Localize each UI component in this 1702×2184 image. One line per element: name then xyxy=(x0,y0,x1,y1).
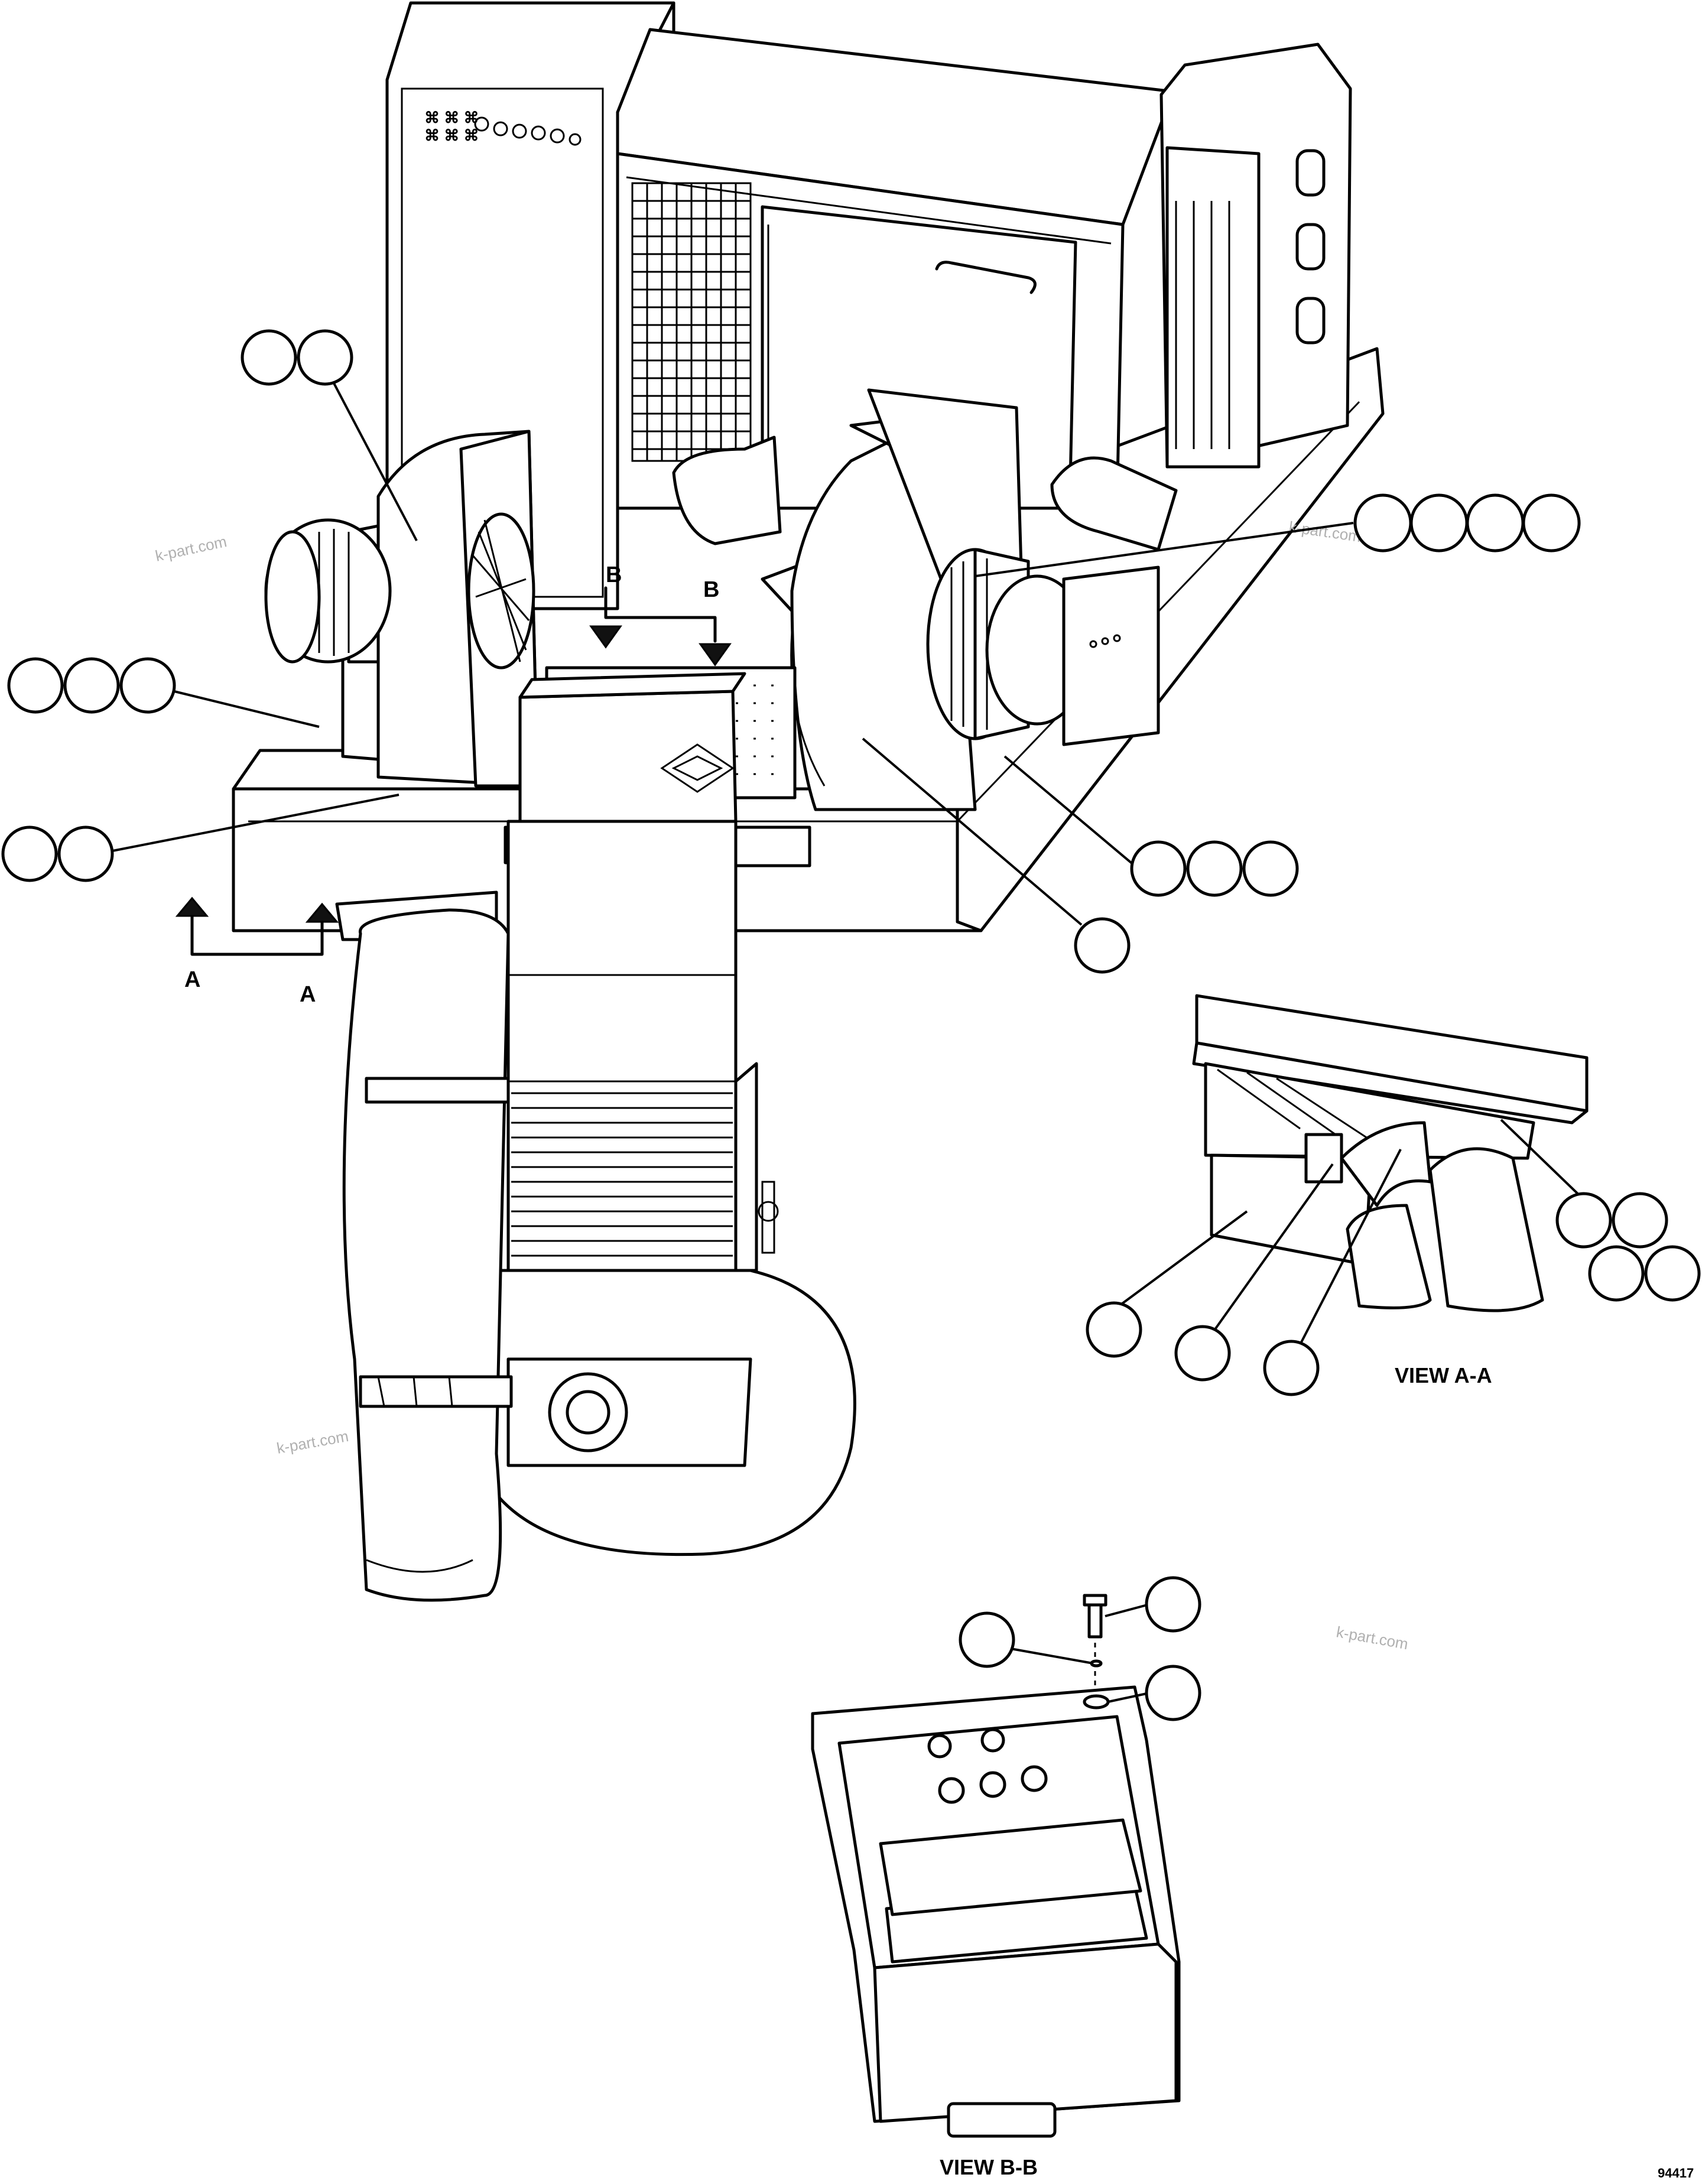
callout-bubble xyxy=(63,657,120,714)
callout-group-view-a-box xyxy=(1086,1210,1248,1358)
cooler-box xyxy=(1159,43,1352,469)
callout-group-motor-right xyxy=(975,493,1581,577)
callout-bubble xyxy=(1086,1301,1142,1358)
motor-right xyxy=(926,548,1160,746)
volute-housing xyxy=(483,1181,856,1556)
section-marker-b-right: B xyxy=(703,577,719,602)
callout-group-mount-right xyxy=(1003,755,1299,897)
section-marker-b-left: B xyxy=(606,563,622,587)
main-assembly: ⌘ ⌘ ⌘ ⌘ ⌘ ⌘ xyxy=(175,1,1385,1602)
callout-bubble xyxy=(1409,493,1469,552)
callout-group-view-b-bolt xyxy=(1105,1576,1201,1633)
watermark: k-part.com xyxy=(275,1427,350,1457)
watermark: k-part.com xyxy=(154,532,228,565)
section-marker-a-left: A xyxy=(184,967,200,992)
upper-hose-right xyxy=(1050,456,1178,551)
callout-bubble xyxy=(1555,1192,1612,1249)
callouts xyxy=(1,329,1701,1721)
adapter-cover xyxy=(518,672,746,826)
callout-group-view-b-lockwasher xyxy=(1107,1665,1201,1721)
view-label-a: VIEW A-A xyxy=(1395,1363,1492,1387)
callout-bubble xyxy=(1353,493,1412,552)
callout-group-view-a-duct xyxy=(1174,1163,1334,1382)
view-a-detail: VIEW A-A xyxy=(1192,994,1589,1387)
trunk-duct xyxy=(506,820,758,1272)
callout-group-base-left xyxy=(7,657,320,728)
callout-bubble xyxy=(1186,840,1243,897)
callout-group-rail-left xyxy=(1,794,399,882)
callout-bubble xyxy=(1263,1340,1320,1396)
callout-bubble xyxy=(1145,1576,1201,1633)
callout-bubble xyxy=(1466,493,1525,552)
upper-hose-center xyxy=(672,436,782,545)
callout-bubble xyxy=(1,826,58,882)
view-b-detail: VIEW B-B xyxy=(811,1594,1181,2179)
motor-left xyxy=(264,518,392,664)
flex-hose-left xyxy=(335,890,513,1602)
watermark: k-part.com xyxy=(1335,1623,1409,1653)
terminal-posts xyxy=(927,1728,1048,1804)
latch-handles xyxy=(1295,149,1326,344)
callout-bubble xyxy=(1074,917,1131,974)
callout-bubble xyxy=(1174,1325,1231,1382)
callout-bubble xyxy=(119,657,176,714)
callout-bubble xyxy=(57,826,114,882)
svg-text:⌘ ⌘ ⌘: ⌘ ⌘ ⌘ xyxy=(424,109,479,126)
figure-code: 94417 xyxy=(1658,2166,1694,2180)
callout-bubble xyxy=(7,657,64,714)
callout-bubble xyxy=(1522,493,1581,552)
callout-group-view-a-hose xyxy=(1263,1149,1402,1396)
callout-bubble xyxy=(959,1611,1015,1668)
callout-group-duct-right xyxy=(862,737,1131,974)
callout-bubble xyxy=(1644,1245,1701,1302)
callout-bubble xyxy=(297,329,353,386)
callout-bubble xyxy=(1588,1245,1645,1302)
svg-text:⌘ ⌘ ⌘: ⌘ ⌘ ⌘ xyxy=(424,126,479,144)
callout-group-view-b-washer xyxy=(959,1611,1094,1668)
section-marker-a-right: A xyxy=(300,982,316,1007)
bolt-stack xyxy=(1083,1594,1110,1710)
callout-bubble xyxy=(1612,1192,1668,1249)
view-label-b: VIEW B-B xyxy=(940,2155,1038,2179)
main-housing xyxy=(616,28,1175,510)
callout-group-view-a-right xyxy=(1500,1119,1701,1302)
callout-group-blower-left xyxy=(241,329,418,541)
indicator-lights: ⌘ ⌘ ⌘ ⌘ ⌘ ⌘ xyxy=(424,109,582,146)
callout-bubble xyxy=(1145,1665,1201,1721)
callout-bubble xyxy=(241,329,297,386)
callout-bubble xyxy=(1130,840,1187,897)
section-arrow-b: B B xyxy=(589,563,732,667)
callout-bubble xyxy=(1242,840,1299,897)
section-arrow-a: A A xyxy=(175,896,339,1007)
